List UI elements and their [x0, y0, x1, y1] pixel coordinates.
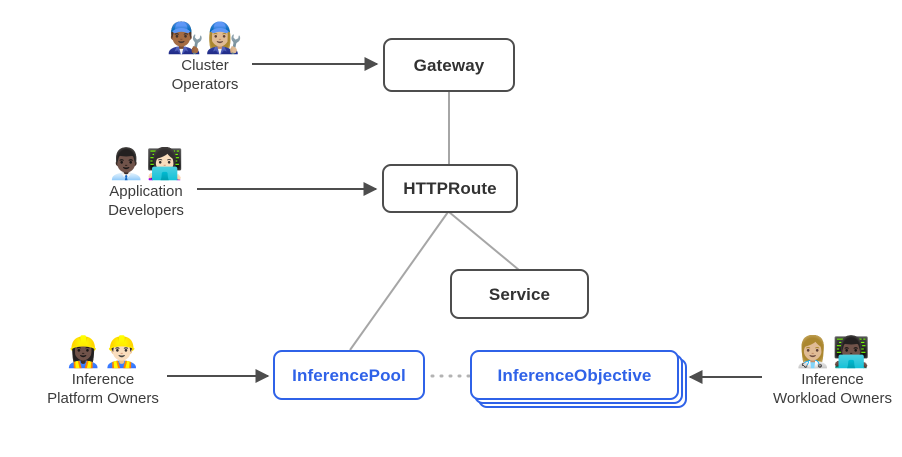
node-service-label: Service: [488, 284, 551, 304]
inference-workload-owners-emoji: 👩🏼‍⚕️👨🏿‍💻: [794, 336, 871, 369]
inference-workload-owners-label: Inference Workload Owners: [773, 371, 892, 407]
actor-cluster-operators: 👨🏾‍🔧👩🏼‍🔧 Cluster Operators: [128, 22, 282, 94]
cluster-operators-label: Cluster Operators: [171, 57, 239, 93]
node-inferencepool-label: InferencePool: [292, 365, 406, 385]
edge-httproute-inferencepool: [349, 211, 449, 351]
node-inferenceobjective-label: InferenceObjective: [497, 365, 652, 385]
node-httproute[interactable]: HTTPRoute: [382, 164, 518, 213]
node-service[interactable]: Service: [450, 269, 589, 319]
cluster-operators-emoji: 👨🏾‍🔧👩🏼‍🔧: [166, 22, 244, 55]
node-gateway-label: Gateway: [413, 55, 485, 75]
inference-platform-owners-label: Inference Platform Owners: [47, 371, 159, 407]
node-inferencepool[interactable]: InferencePool: [273, 350, 425, 400]
actor-application-developers: 👨🏿‍💼👩🏻‍💻 Application Developers: [62, 148, 230, 220]
node-httproute-label: HTTPRoute: [403, 179, 497, 198]
inference-platform-owners-emoji: 👷🏿‍♀️👷🏻‍♂️: [64, 336, 142, 369]
node-gateway[interactable]: Gateway: [383, 38, 515, 92]
actor-inference-platform-owners: 👷🏿‍♀️👷🏻‍♂️ Inference Platform Owners: [13, 336, 193, 408]
application-developers-emoji: 👨🏿‍💼👩🏻‍💻: [107, 148, 185, 181]
actor-inference-workload-owners: 👩🏼‍⚕️👨🏿‍💻 Inference Workload Owners: [763, 336, 902, 408]
edge-httproute-service: [448, 211, 520, 271]
application-developers-label: Application Developers: [108, 183, 184, 219]
node-inferenceobjective[interactable]: InferenceObjective: [470, 350, 679, 400]
